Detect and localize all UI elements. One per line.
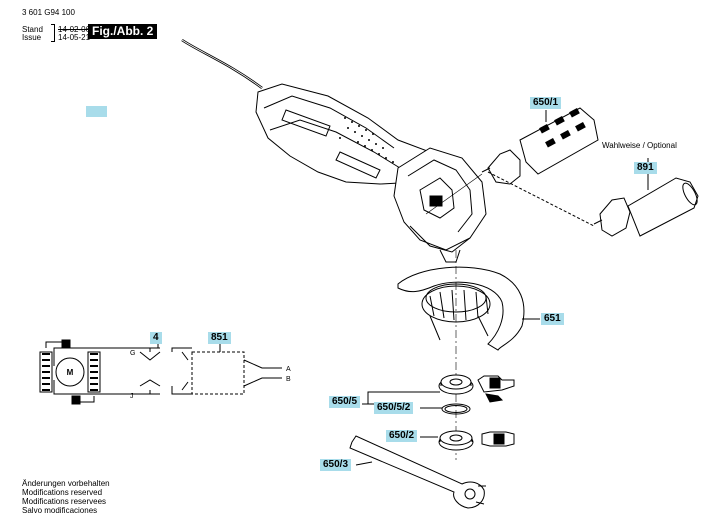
figure-title: Fig./Abb. 2 bbox=[88, 24, 158, 39]
oring-650-5-2 bbox=[441, 403, 471, 415]
part-label-650-2[interactable]: 650/2 bbox=[386, 430, 418, 442]
footer-line-fr: Modifications reservees bbox=[22, 497, 107, 506]
spanner-650-3 bbox=[349, 435, 486, 509]
footer-line-de: Änderungen vorbehalten bbox=[22, 479, 110, 488]
clamping-nut-650-2 bbox=[438, 430, 515, 451]
switch-4 bbox=[139, 351, 161, 387]
flange-650-5 bbox=[438, 374, 515, 403]
part-label-650-5[interactable]: 650/5 bbox=[329, 396, 361, 408]
part-label-851[interactable]: 851 bbox=[208, 332, 231, 344]
part-label-891[interactable]: 891 bbox=[634, 162, 657, 174]
stand-date: 14-02-06 bbox=[58, 25, 91, 34]
wiring-diagram bbox=[39, 339, 282, 405]
optional-handle-891 bbox=[593, 177, 699, 237]
issue-date: 14-05-21 bbox=[58, 33, 91, 42]
terminal-b: B bbox=[286, 376, 291, 383]
date-bracket bbox=[51, 24, 55, 42]
terminal-j: J bbox=[130, 393, 134, 400]
part-label-650-1[interactable]: 650/1 bbox=[530, 97, 562, 109]
part-label-651[interactable]: 651 bbox=[541, 313, 564, 325]
part-label-650-5-2[interactable]: 650/5/2 bbox=[374, 402, 414, 414]
part-label-4[interactable]: 4 bbox=[150, 332, 162, 344]
grinder-body bbox=[255, 83, 451, 185]
terminal-g: G bbox=[130, 350, 135, 357]
motor-schematic bbox=[39, 339, 101, 405]
issue-label: Issue bbox=[22, 33, 42, 42]
motor-label: M bbox=[67, 368, 74, 377]
footer-line-en: Modifications reserved bbox=[22, 488, 103, 497]
optional-label: Wahlweise / Optional bbox=[602, 141, 677, 150]
part-label-650-3[interactable]: 650/3 bbox=[320, 459, 352, 471]
side-handle-650-1 bbox=[481, 107, 599, 185]
guard-651 bbox=[397, 266, 525, 351]
terminal-a: A bbox=[286, 366, 291, 373]
electronic-module-851 bbox=[191, 351, 245, 395]
gear-head bbox=[393, 147, 487, 263]
blank-highlight-tag bbox=[86, 106, 107, 117]
document-number: 3 601 G94 100 bbox=[22, 8, 75, 17]
stand-label: Stand bbox=[22, 25, 43, 34]
footer-line-es: Salvo modificaciones bbox=[22, 506, 98, 515]
